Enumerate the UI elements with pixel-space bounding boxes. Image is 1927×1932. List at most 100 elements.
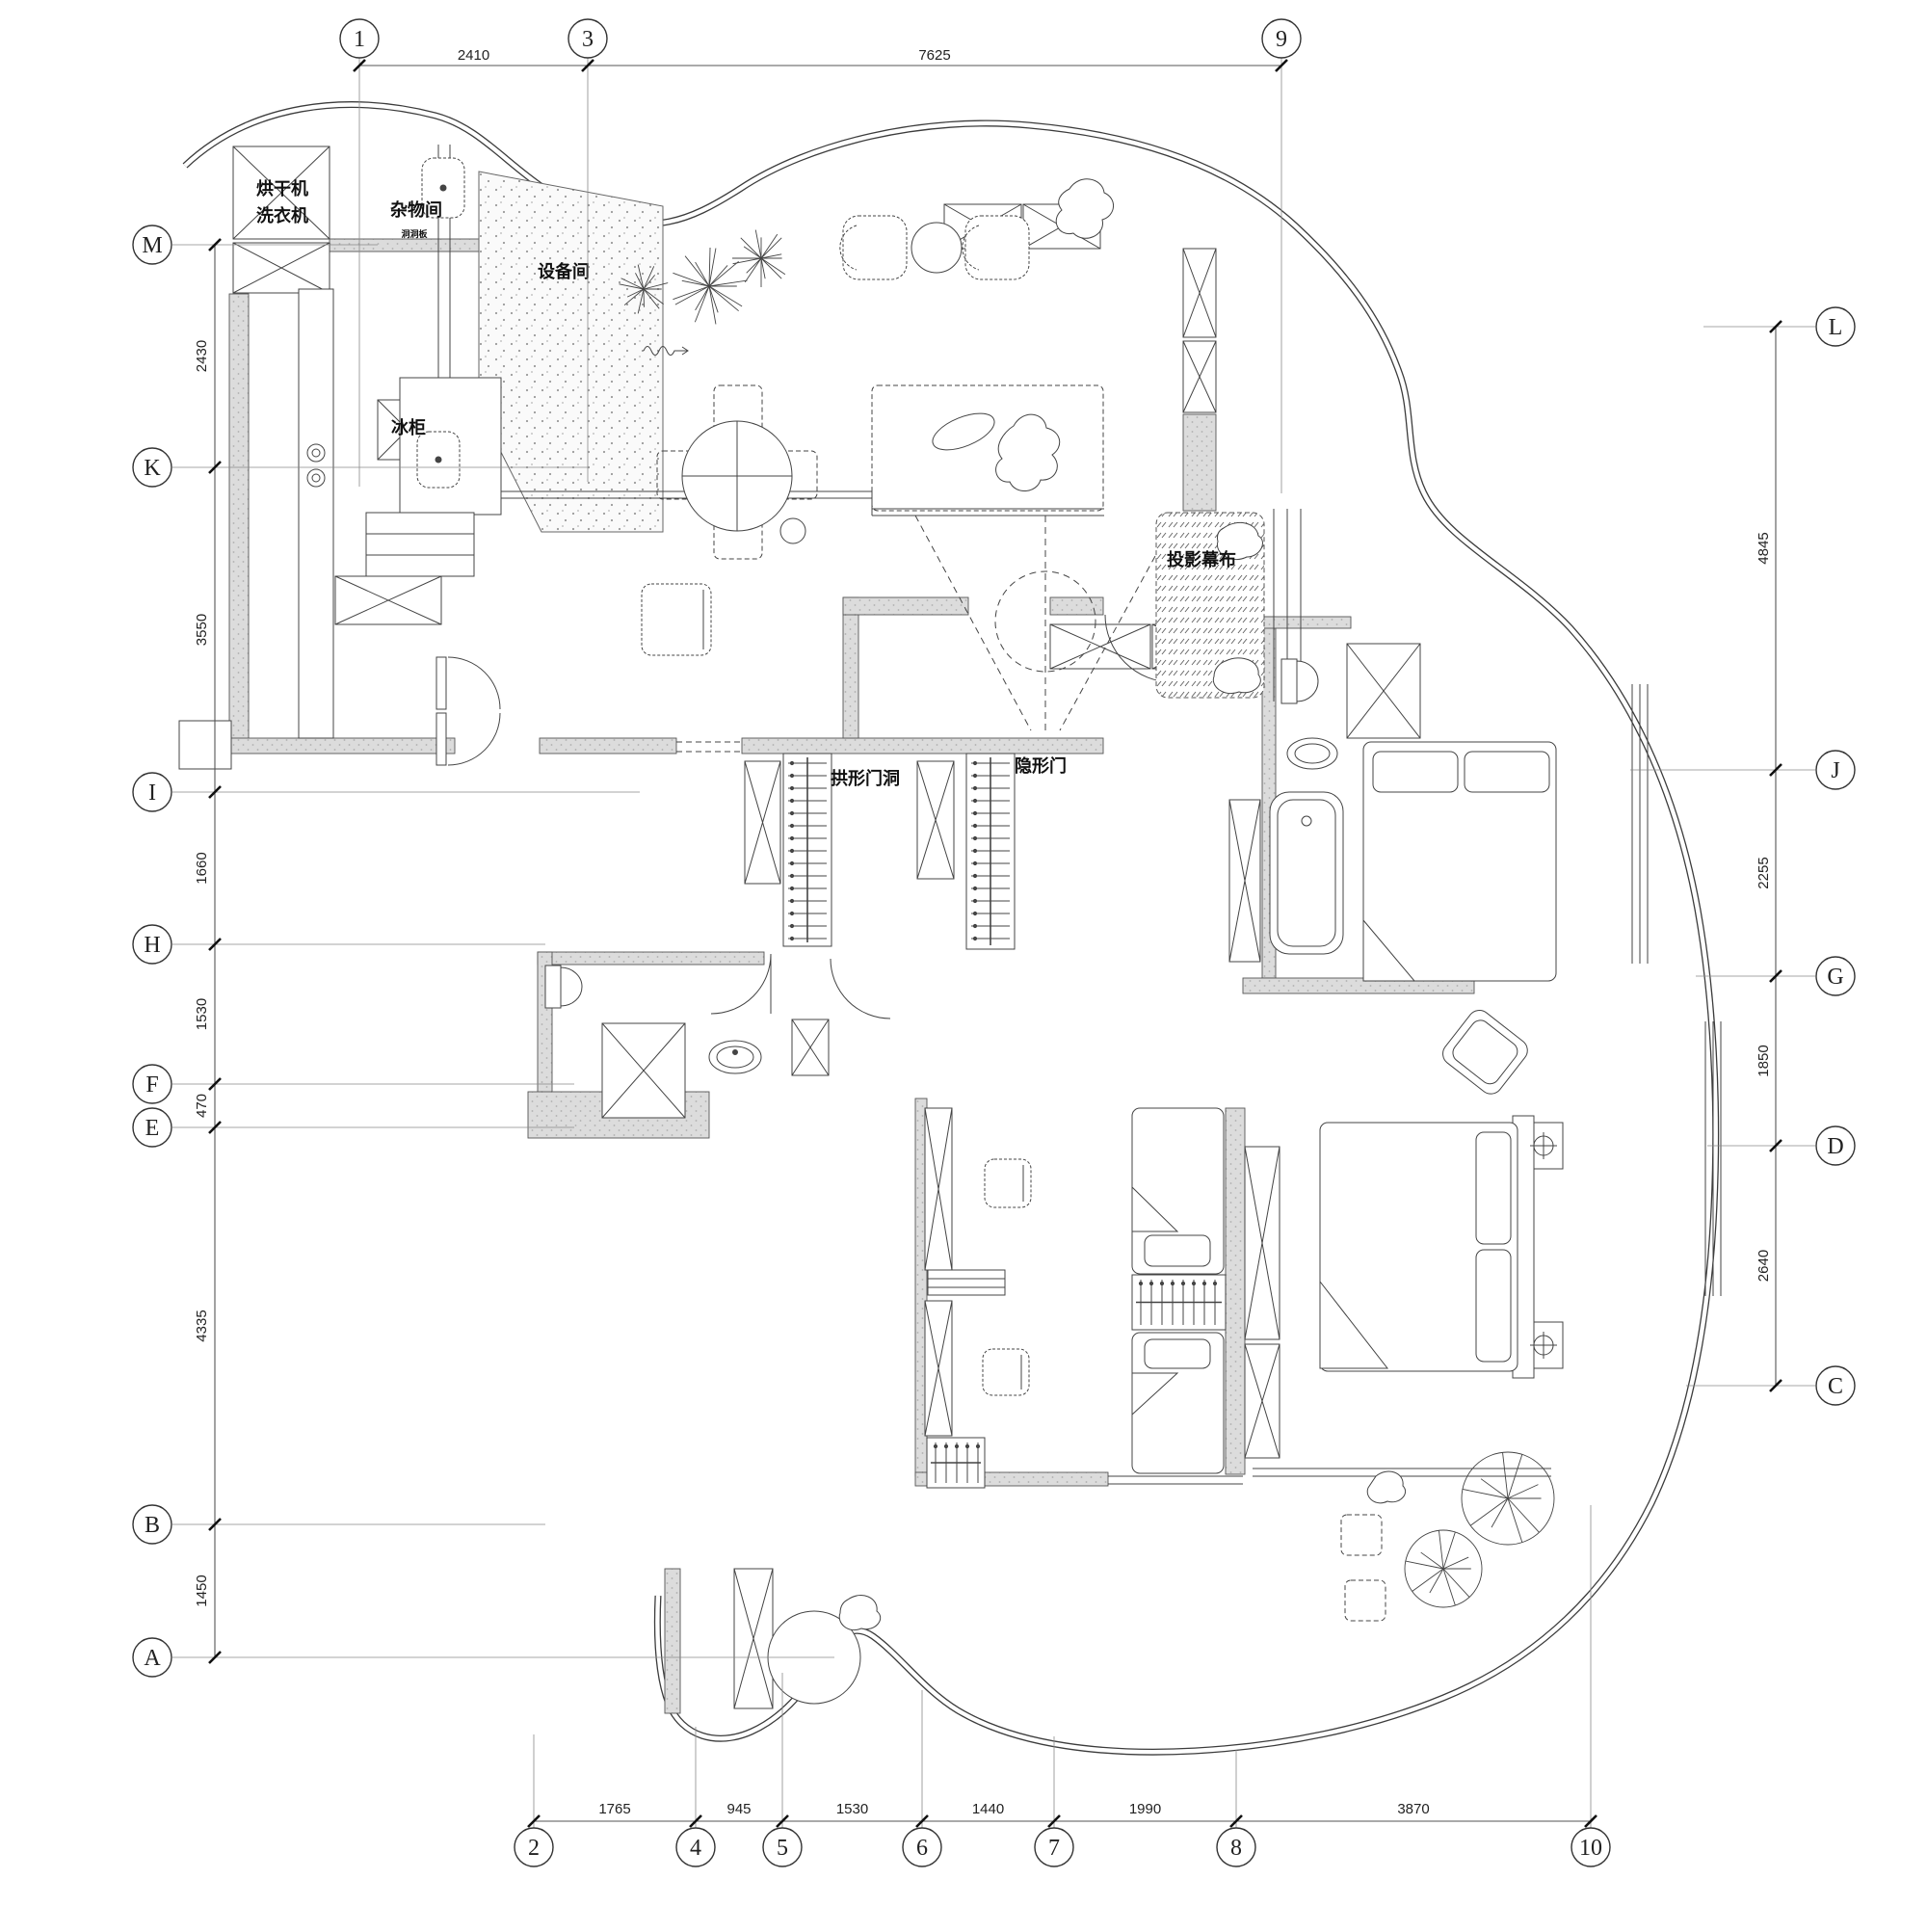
svg-text:H: H <box>144 933 160 958</box>
svg-text:J: J <box>1831 758 1839 783</box>
grid-bubble-C: C <box>1815 1365 1856 1406</box>
svg-text:A: A <box>144 1646 161 1671</box>
grid-bubble-G: G <box>1815 956 1856 996</box>
dimension-label: 3550 <box>194 614 210 646</box>
balcony-table <box>911 222 963 274</box>
counter <box>927 1269 1006 1296</box>
counter <box>365 512 475 577</box>
dimension-label: 1530 <box>194 998 210 1030</box>
cabinet-xbox <box>924 1107 953 1271</box>
grid-bubble-J: J <box>1815 750 1856 790</box>
dimension-label: 1440 <box>972 1801 1004 1817</box>
svg-text:F: F <box>145 1072 158 1098</box>
svg-text:8: 8 <box>1230 1836 1242 1861</box>
dimension-label: 1530 <box>836 1801 868 1817</box>
svg-text:2: 2 <box>528 1836 540 1861</box>
grid-bubble-2: 2 <box>514 1827 554 1867</box>
wardrobe-hanging-rod <box>1131 1274 1227 1331</box>
svg-text:6: 6 <box>916 1836 928 1861</box>
dimension-label: 2430 <box>194 340 210 372</box>
dashed-furniture <box>1344 1579 1386 1622</box>
cabinet-xbox <box>1182 248 1217 338</box>
person-figure <box>1055 178 1114 239</box>
label-hidden-door: 隐形门 <box>1015 755 1067 777</box>
dimension-label: 2410 <box>458 47 489 64</box>
dashed-furniture <box>1340 1514 1383 1556</box>
dimension-label: 1660 <box>194 852 210 884</box>
cabinet-xbox <box>916 760 955 880</box>
grid-bubble-7: 7 <box>1034 1827 1074 1867</box>
stool <box>779 517 806 544</box>
grid-bubble-9: 9 <box>1261 18 1302 59</box>
label-freezer: 冰柜 <box>391 417 426 438</box>
grid-bubble-3: 3 <box>568 18 608 59</box>
label-projection-screen: 投影幕布 <box>1167 549 1236 570</box>
label-pegboard: 洞洞板 <box>401 228 428 240</box>
bed <box>1362 741 1557 982</box>
plant <box>619 264 669 314</box>
svg-text:9: 9 <box>1276 27 1287 52</box>
counter <box>298 288 334 739</box>
armchair <box>641 583 712 656</box>
label-washer: 洗衣机 <box>256 205 308 226</box>
grid-bubble-A: A <box>132 1637 172 1678</box>
dimension-label: 3870 <box>1397 1801 1429 1817</box>
armchair <box>1442 1010 1528 1095</box>
cabinet-xbox <box>1049 623 1151 670</box>
grid-bubble-1: 1 <box>339 18 380 59</box>
spring-symbol <box>643 346 689 356</box>
cabinet-xbox <box>1228 799 1261 963</box>
dimension-label: 2255 <box>1755 857 1772 888</box>
cabinet-xbox <box>232 242 330 294</box>
svg-text:E: E <box>145 1116 160 1141</box>
grid-bubble-I: I <box>132 772 172 812</box>
outer-curved-boundary <box>182 101 1720 1756</box>
dashed-furniture <box>871 384 1104 512</box>
grid-bubble-6: 6 <box>902 1827 942 1867</box>
svg-text:5: 5 <box>777 1836 788 1861</box>
svg-text:C: C <box>1828 1374 1843 1399</box>
cabinet-xbox <box>791 1019 830 1076</box>
grid-bubble-H: H <box>132 924 172 965</box>
grid-bubble-E: E <box>132 1107 172 1148</box>
plant <box>732 229 786 287</box>
svg-text:I: I <box>148 781 156 806</box>
equipment-room-floor <box>478 171 664 533</box>
plant <box>1404 1529 1483 1608</box>
dimension-label: 7625 <box>918 47 950 64</box>
grid-bubble-5: 5 <box>762 1827 803 1867</box>
bathroom-fixtures <box>436 614 1174 1074</box>
projection-screen-curtain <box>1155 512 1265 699</box>
armchair <box>982 1348 1030 1396</box>
plant <box>1461 1451 1555 1546</box>
grid-bubble-M: M <box>132 225 172 265</box>
wardrobe-hanging-rod <box>965 753 1016 950</box>
label-arched-doorway: 拱形门洞 <box>831 768 900 789</box>
lounge-chair <box>839 215 908 280</box>
cabinet-xbox <box>744 760 781 885</box>
dimension-label: 1450 <box>194 1575 210 1606</box>
svg-text:M: M <box>142 233 162 258</box>
dimension-label: 470 <box>194 1094 210 1118</box>
armchair <box>984 1158 1032 1208</box>
lounge-chair <box>962 215 1030 280</box>
guest-bathroom-fixtures <box>1269 658 1344 955</box>
dimension-label: 1765 <box>598 1801 630 1817</box>
dining-table <box>681 420 793 532</box>
svg-text:D: D <box>1827 1134 1843 1159</box>
dimension-label: 1990 <box>1129 1801 1161 1817</box>
plant <box>838 1595 882 1630</box>
svg-text:B: B <box>145 1513 160 1538</box>
cabinet-xbox <box>232 146 330 240</box>
cabinet-xbox <box>334 575 442 625</box>
svg-text:L: L <box>1829 315 1843 340</box>
cabinet-xbox <box>1244 1343 1280 1459</box>
dimension-label: 945 <box>726 1801 751 1817</box>
wardrobe-hanging-rod <box>782 753 832 947</box>
cabinet-xbox <box>1182 340 1217 413</box>
svg-text:4: 4 <box>690 1836 701 1861</box>
wardrobe-hanging-rod <box>926 1437 986 1489</box>
